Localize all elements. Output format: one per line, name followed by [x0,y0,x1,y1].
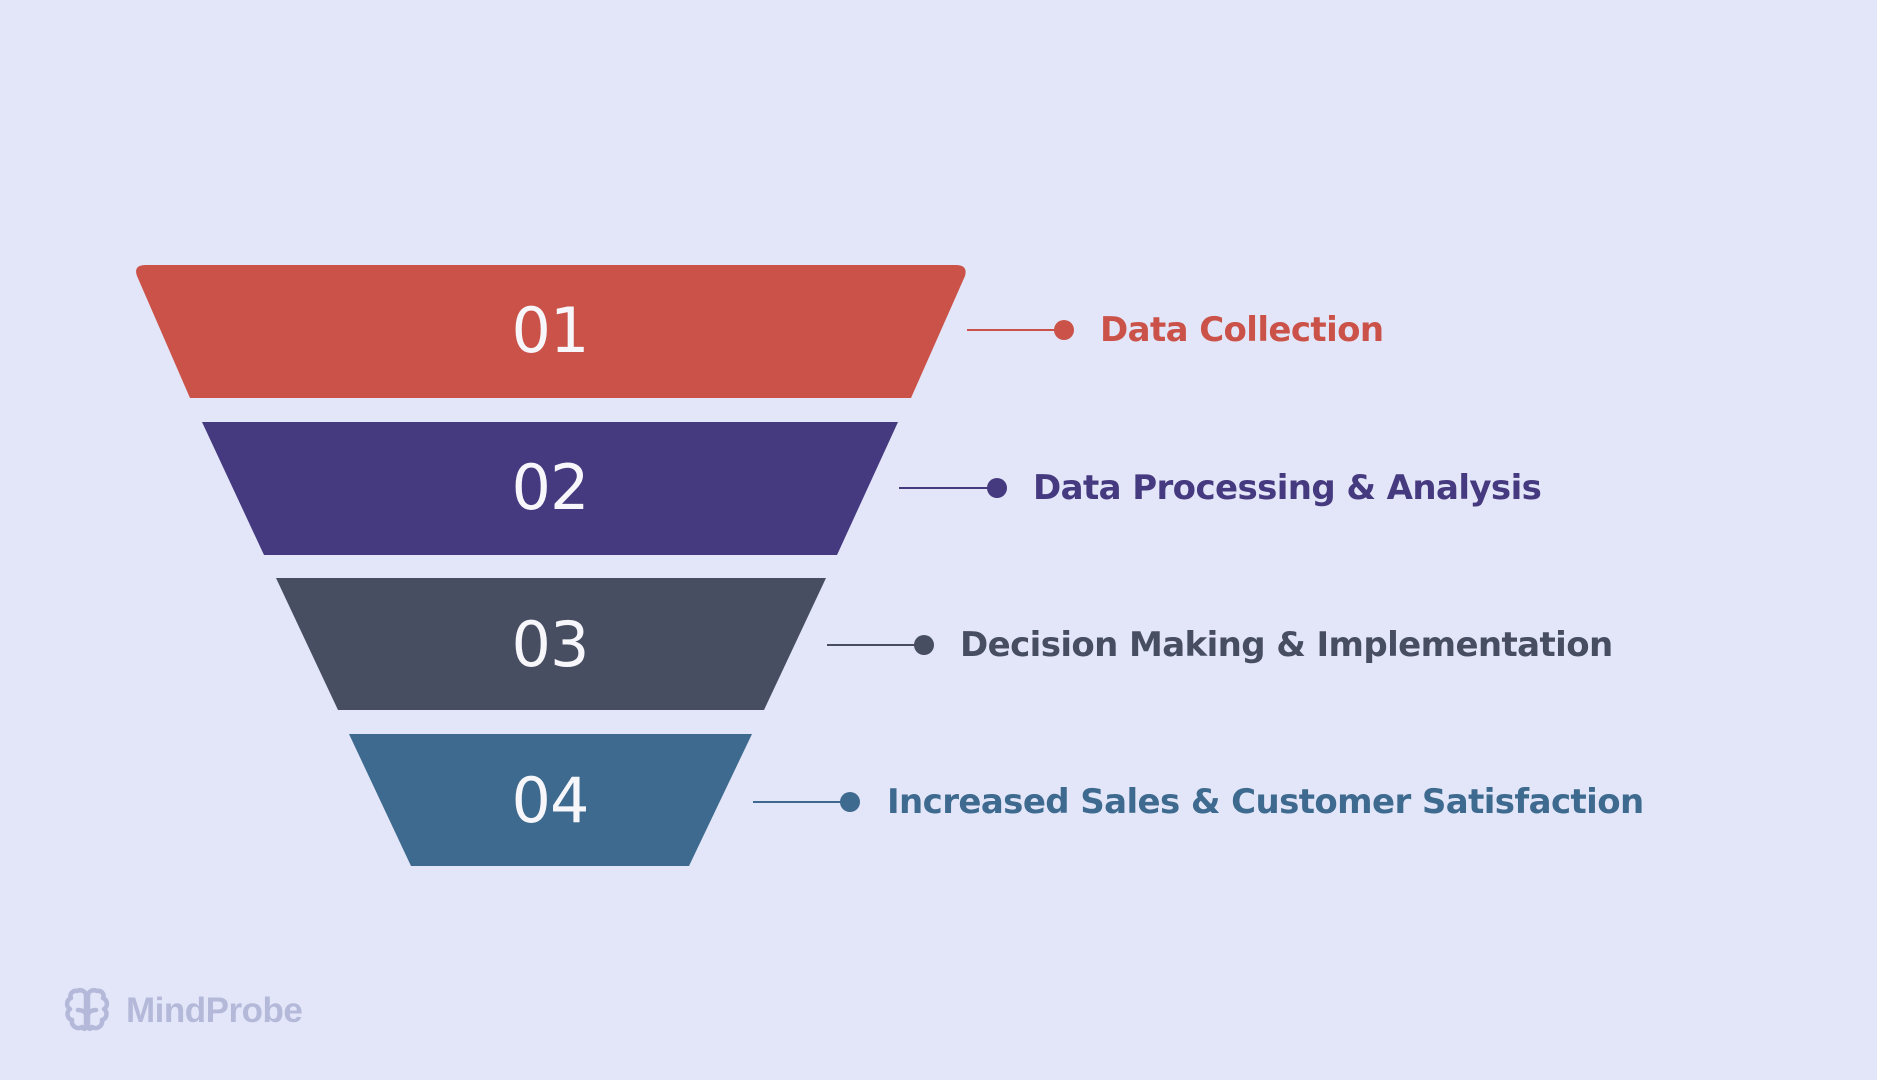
funnel-stage-2-shape [202,422,898,555]
connector-line-4 [753,801,843,803]
brain-icon [64,987,110,1032]
connector-dot-2 [987,478,1007,498]
stage-number-03: 03 [511,608,590,681]
stage-label-data-collection: Data Collection [1100,310,1384,350]
stage-number-01: 01 [511,294,590,367]
stage-label-data-processing: Data Processing & Analysis [1033,468,1542,508]
stage-label-increased-sales: Increased Sales & Customer Satisfaction [887,782,1644,822]
connector-dot-1 [1054,320,1074,340]
funnel-stage-1-shape [136,265,966,398]
brand-name: MindProbe [126,991,303,1030]
connector-line-1 [967,329,1057,331]
funnel-stage-3-shape [276,578,826,710]
connector-dot-3 [914,635,934,655]
stage-number-02: 02 [511,451,590,524]
stage-number-04: 04 [511,764,590,837]
stage-label-decision-making: Decision Making & Implementation [960,625,1613,665]
funnel-stage-4-shape [349,734,752,866]
connector-line-2 [899,487,989,489]
connector-dot-4 [840,792,860,812]
connector-line-3 [827,644,917,646]
brand-logo: MindProbe [62,986,303,1036]
